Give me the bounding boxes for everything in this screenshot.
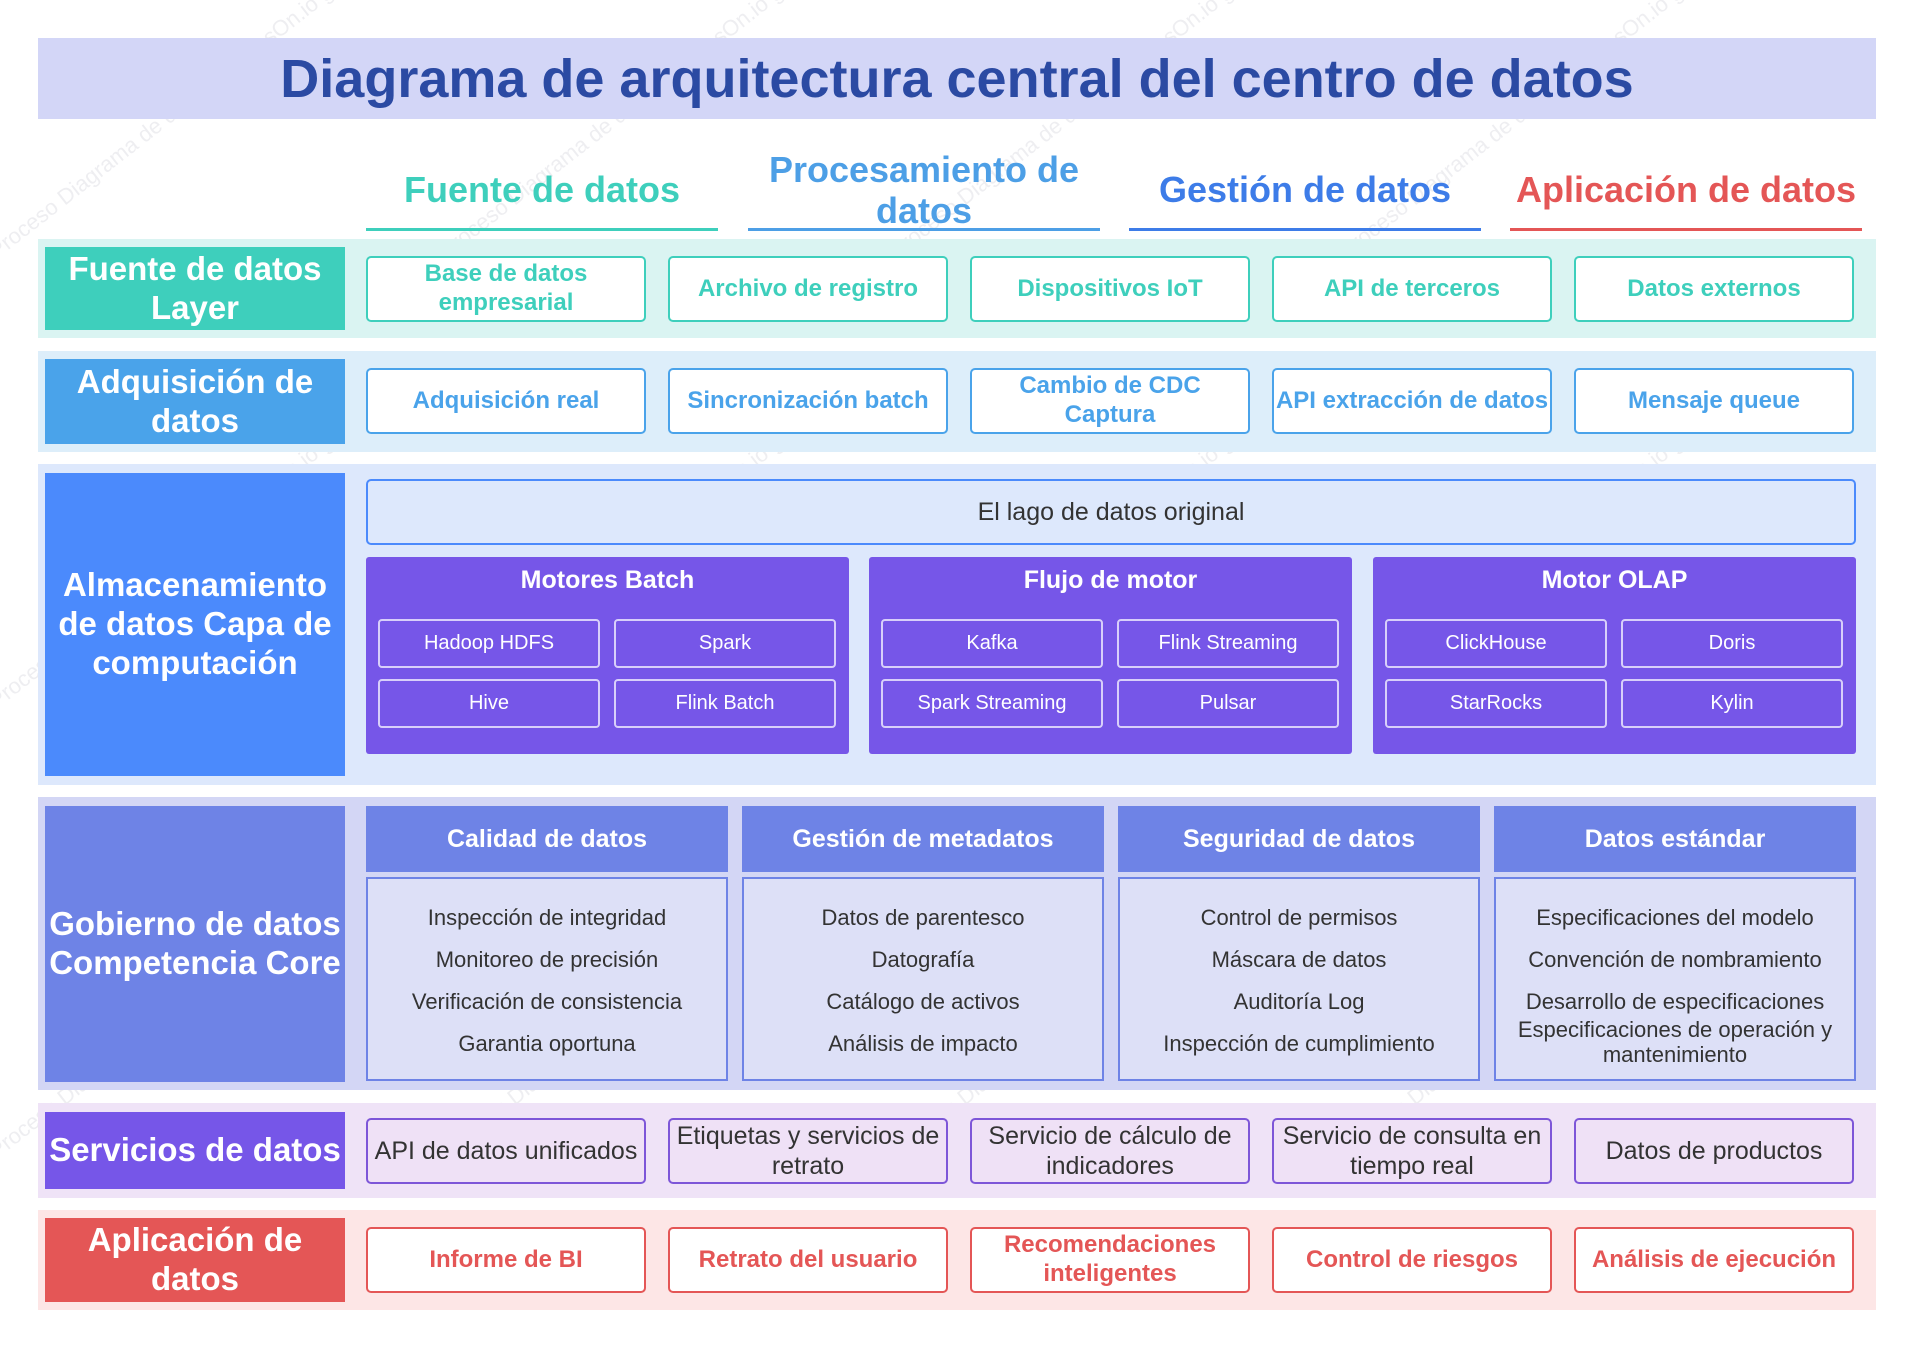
service-item[interactable]: Datos de productos xyxy=(1574,1118,1854,1184)
governance-item: Datografía xyxy=(871,947,975,972)
engine-title: Motores Batch xyxy=(520,565,695,594)
engine-chip[interactable]: Hive xyxy=(378,679,600,728)
governance-item: Catálogo de activos xyxy=(826,989,1020,1014)
governance-item: Convención de nombramiento xyxy=(1528,947,1822,972)
data-lake-box[interactable]: El lago de datos original xyxy=(366,479,1856,545)
acquisition-item[interactable]: Mensaje queue xyxy=(1574,368,1854,434)
governance-item: Especificaciones del modelo xyxy=(1536,905,1814,930)
governance-group-title: Calidad de datos xyxy=(366,806,728,872)
column-underline xyxy=(1510,228,1862,231)
acquisition-item[interactable]: API extracción de datos xyxy=(1272,368,1552,434)
governance-item: Análisis de impacto xyxy=(828,1031,1018,1056)
engine-panel xyxy=(1373,557,1856,754)
governance-layer-label: Gobierno de datos Competencia Core xyxy=(45,806,345,1082)
acquisition-layer-label: Adquisición de datos xyxy=(45,359,345,444)
page-title: Diagrama de arquitectura central del cen… xyxy=(280,48,1634,109)
engine-panel xyxy=(366,557,849,754)
application-layer-label: Aplicación de datos xyxy=(45,1218,345,1302)
engine-chip[interactable]: Kylin xyxy=(1621,679,1843,728)
engine-chip[interactable]: StarRocks xyxy=(1385,679,1607,728)
acquisition-item[interactable]: Cambio de CDC Captura xyxy=(970,368,1250,434)
governance-group-title: Gestión de metadatos xyxy=(742,806,1104,872)
source-item[interactable]: Dispositivos IoT xyxy=(970,256,1250,322)
storage-layer-label: Almacenamiento de datos Capa de computac… xyxy=(45,473,345,776)
column-underline xyxy=(1129,228,1481,231)
column-header-1: Fuente de datos xyxy=(403,169,681,211)
governance-item: Inspección de integridad xyxy=(427,905,667,930)
engine-chip[interactable]: Flink Streaming xyxy=(1117,619,1339,668)
engine-title: Flujo de motor xyxy=(1023,565,1198,594)
source-layer-label: Fuente de datos Layer xyxy=(45,247,345,330)
column-underline xyxy=(366,228,718,231)
service-item[interactable]: Etiquetas y servicios de retrato xyxy=(668,1118,948,1184)
governance-item: Verificación de consistencia xyxy=(411,989,683,1014)
acquisition-item[interactable]: Sincronización batch xyxy=(668,368,948,434)
governance-group-title: Datos estándar xyxy=(1494,806,1856,872)
engine-chip[interactable]: Pulsar xyxy=(1117,679,1339,728)
service-item[interactable]: API de datos unificados xyxy=(366,1118,646,1184)
source-item[interactable]: Datos externos xyxy=(1574,256,1854,322)
engine-title: Motor OLAP xyxy=(1541,565,1688,594)
governance-item: Desarrollo de especificaciones xyxy=(1525,989,1825,1014)
engine-panel xyxy=(869,557,1352,754)
engine-chip[interactable]: Doris xyxy=(1621,619,1843,668)
governance-item: Control de permisos xyxy=(1200,905,1398,930)
governance-item: Máscara de datos xyxy=(1211,947,1387,972)
column-header-4: Aplicación de datos xyxy=(1515,169,1857,211)
engine-chip[interactable]: Flink Batch xyxy=(614,679,836,728)
engine-chip[interactable]: Spark xyxy=(614,619,836,668)
column-header-2: Procesamiento de datos xyxy=(768,148,1080,231)
application-item[interactable]: Control de riesgos xyxy=(1272,1227,1552,1293)
governance-item: Especificaciones de operación y mantenim… xyxy=(1517,1017,1833,1068)
governance-item: Datos de parentesco xyxy=(821,905,1025,930)
application-item[interactable]: Informe de BI xyxy=(366,1227,646,1293)
governance-item: Auditoría Log xyxy=(1233,989,1365,1014)
service-item[interactable]: Servicio de cálculo de indicadores xyxy=(970,1118,1250,1184)
services-layer-label: Servicios de datos xyxy=(45,1112,345,1189)
column-underline xyxy=(748,228,1100,231)
source-item[interactable]: API de terceros xyxy=(1272,256,1552,322)
application-item[interactable]: Análisis de ejecución xyxy=(1574,1227,1854,1293)
engine-chip[interactable]: Hadoop HDFS xyxy=(378,619,600,668)
source-item[interactable]: Base de datos empresarial xyxy=(366,256,646,322)
title-banner: Diagrama de arquitectura central del cen… xyxy=(38,38,1876,119)
source-item[interactable]: Archivo de registro xyxy=(668,256,948,322)
engine-chip[interactable]: Kafka xyxy=(881,619,1103,668)
column-header-3: Gestión de datos xyxy=(1158,169,1452,211)
governance-item: Monitoreo de precisión xyxy=(435,947,659,972)
engine-chip[interactable]: ClickHouse xyxy=(1385,619,1607,668)
application-item[interactable]: Retrato del usuario xyxy=(668,1227,948,1293)
governance-group-title: Seguridad de datos xyxy=(1118,806,1480,872)
service-item[interactable]: Servicio de consulta en tiempo real xyxy=(1272,1118,1552,1184)
engine-chip[interactable]: Spark Streaming xyxy=(881,679,1103,728)
acquisition-item[interactable]: Adquisición real xyxy=(366,368,646,434)
application-item[interactable]: Recomendaciones inteligentes xyxy=(970,1227,1250,1293)
governance-item: Garantia oportuna xyxy=(458,1031,636,1056)
governance-item: Inspección de cumplimiento xyxy=(1163,1031,1435,1056)
